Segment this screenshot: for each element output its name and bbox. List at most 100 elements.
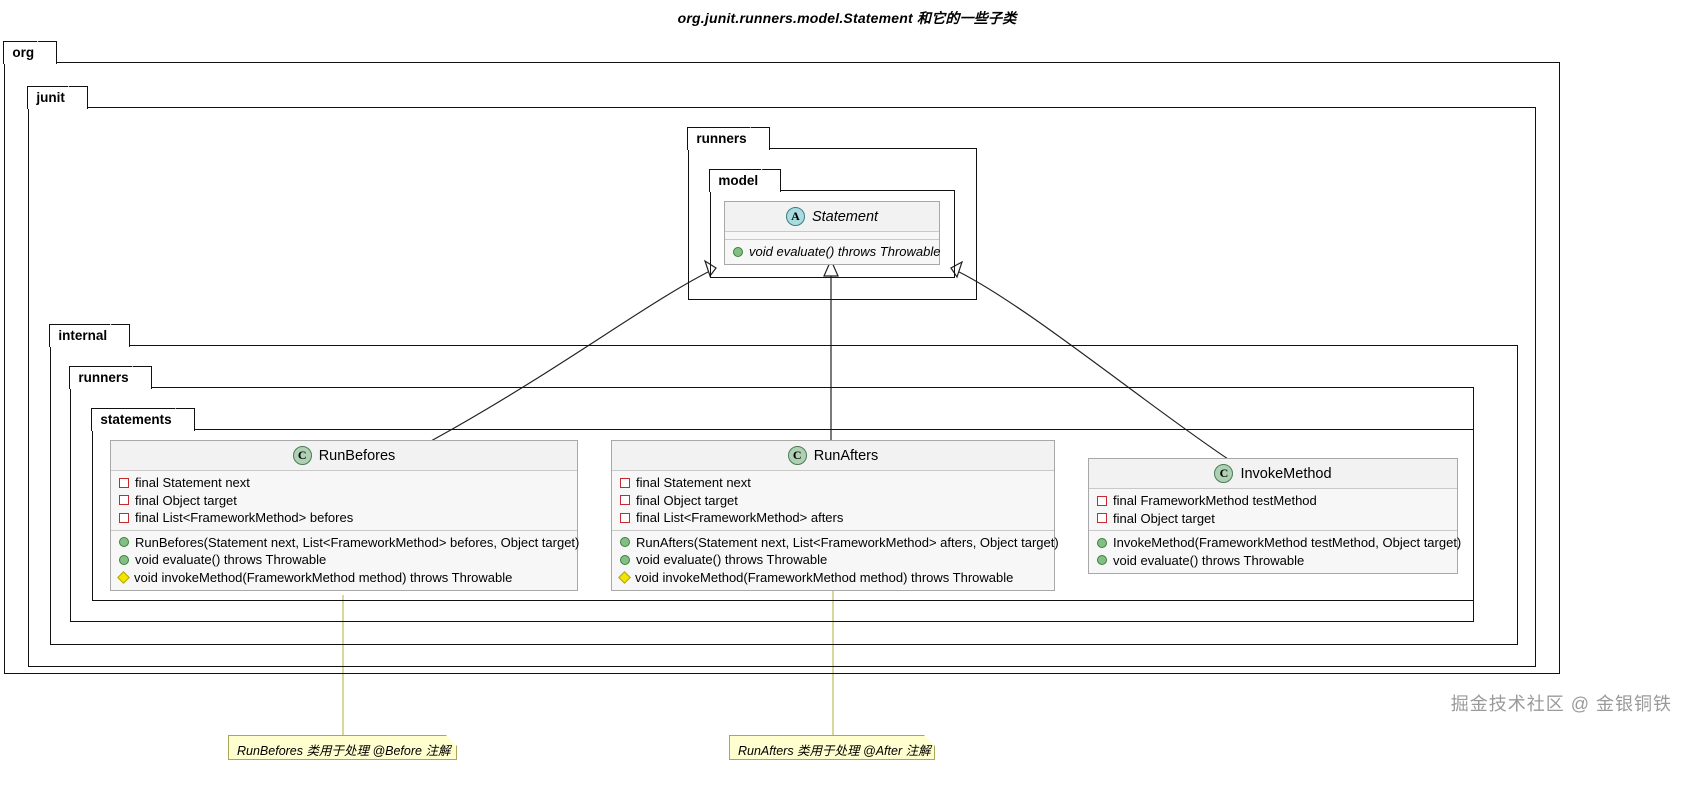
method-row: RunBefores(Statement next, List<Framewor… (111, 534, 580, 552)
class-invokemethod[interactable]: C InvokeMethod final FrameworkMethod tes… (1088, 458, 1461, 574)
package-tab-runners: runners (687, 127, 770, 150)
method-row: RunAfters(Statement next, List<Framework… (612, 534, 1059, 552)
public-method-icon (733, 246, 743, 257)
package-label-statements: statements (100, 412, 172, 427)
class-runafters[interactable]: C RunAfters final Statement next final O… (611, 440, 1059, 591)
package-runners: runners (687, 127, 977, 300)
package-label-junit: junit (36, 90, 65, 105)
private-field-icon (119, 477, 129, 488)
package-tab-org: org (3, 41, 58, 64)
field-label: final Statement next (636, 475, 751, 491)
class-icon: C (292, 446, 312, 465)
field-row: final Statement next (111, 474, 577, 492)
class-runbefores-fields: final Statement next final Object target… (111, 471, 577, 530)
public-method-icon (620, 537, 630, 548)
package-tab-junit: junit (27, 86, 88, 109)
package-junit: junit (27, 86, 1536, 667)
class-icon: C (787, 446, 807, 465)
class-invokemethod-header: C InvokeMethod (1089, 459, 1457, 489)
field-row: final Object target (612, 492, 1054, 510)
field-label: final FrameworkMethod testMethod (1113, 493, 1317, 509)
class-runafters-header: C RunAfters (612, 441, 1054, 471)
class-statement-fields (725, 232, 939, 239)
public-method-icon (620, 554, 630, 565)
field-label: final Object target (636, 492, 738, 508)
method-row: void invokeMethod(FrameworkMethod method… (612, 569, 1054, 587)
protected-method-icon (117, 570, 130, 584)
class-icon: C (1214, 464, 1234, 483)
field-label: final Object target (1113, 510, 1215, 526)
class-statement[interactable]: A Statement void evaluate() throws Throw… (724, 201, 940, 265)
package-label-runners-internal: runners (78, 370, 129, 385)
class-runbefores-methods: RunBefores(Statement next, List<Framewor… (111, 529, 580, 590)
private-field-icon (620, 495, 630, 506)
field-label: final List<FrameworkMethod> afters (636, 510, 844, 526)
method-label: RunAfters(Statement next, List<Framework… (636, 534, 1059, 550)
method-label: void invokeMethod(FrameworkMethod method… (134, 569, 513, 585)
package-tab-statements: statements (91, 408, 195, 431)
field-row: final Statement next (612, 474, 1054, 492)
class-statement-header: A Statement (725, 202, 939, 232)
method-label: InvokeMethod(FrameworkMethod testMethod,… (1113, 535, 1462, 551)
package-label-org: org (12, 45, 35, 60)
field-row: final List<FrameworkMethod> afters (612, 509, 1054, 527)
note-fold-icon (446, 735, 457, 746)
method-row: void evaluate() throws Throwable (111, 551, 577, 569)
field-row: final Object target (111, 492, 577, 510)
method-row: void evaluate() throws Throwable (612, 551, 1054, 569)
class-runafters-methods: RunAfters(Statement next, List<Framework… (612, 529, 1059, 590)
method-label: void evaluate() throws Throwable (749, 244, 941, 260)
public-method-icon (1097, 555, 1107, 566)
package-tab-model: model (709, 169, 782, 192)
private-field-icon (1097, 513, 1107, 524)
package-model: model (709, 169, 955, 278)
class-runafters-fields: final Statement next final Object target… (612, 471, 1054, 530)
package-org: org (3, 41, 1560, 674)
public-method-icon (119, 554, 129, 565)
method-label: void evaluate() throws Throwable (1113, 552, 1305, 568)
public-method-icon (119, 537, 129, 548)
package-label-internal: internal (58, 328, 108, 343)
field-row: final List<FrameworkMethod> befores (111, 509, 577, 527)
package-internal: internal (49, 324, 1518, 645)
private-field-icon (620, 477, 630, 488)
class-invokemethod-fields: final FrameworkMethod testMethod final O… (1089, 489, 1457, 530)
method-label: RunBefores(Statement next, List<Framewor… (135, 534, 580, 550)
field-label: final Statement next (135, 475, 250, 491)
class-runbefores-header: C RunBefores (111, 441, 577, 471)
note-fold-icon (924, 735, 935, 746)
class-runbefores-name: RunBefores (318, 447, 396, 464)
note-text: RunBefores 类用于处理 @Before 注解 (237, 744, 451, 758)
method-row: void invokeMethod(FrameworkMethod method… (111, 569, 577, 587)
private-field-icon (620, 512, 630, 523)
method-label: void invokeMethod(FrameworkMethod method… (635, 569, 1014, 585)
class-statement-name: Statement (811, 208, 879, 225)
class-runbefores[interactable]: C RunBefores final Statement next final … (110, 440, 580, 591)
package-statements: statements (91, 408, 1474, 601)
class-statement-methods: void evaluate() throws Throwable (725, 239, 941, 264)
watermark: 掘金技术社区 @ 金银铜铁 (1450, 694, 1672, 714)
note-runafters: RunAfters 类用于处理 @After 注解 (729, 735, 935, 760)
method-label: void evaluate() throws Throwable (636, 552, 828, 568)
private-field-icon (1097, 495, 1107, 506)
field-label: final Object target (135, 492, 237, 508)
package-label-runners: runners (696, 131, 747, 146)
abstract-class-icon: A (785, 207, 805, 226)
note-runbefores: RunBefores 类用于处理 @Before 注解 (228, 735, 457, 760)
note-text: RunAfters 类用于处理 @After 注解 (738, 744, 931, 758)
package-tab-runners-internal: runners (69, 366, 152, 389)
class-runafters-name: RunAfters (813, 447, 879, 464)
package-tab-internal: internal (49, 324, 131, 347)
field-row: final Object target (1089, 510, 1457, 528)
class-invokemethod-methods: InvokeMethod(FrameworkMethod testMethod,… (1089, 530, 1461, 572)
field-label: final List<FrameworkMethod> befores (135, 510, 354, 526)
private-field-icon (119, 495, 129, 506)
protected-method-icon (618, 570, 631, 584)
private-field-icon (119, 512, 129, 523)
method-row: void evaluate() throws Throwable (725, 243, 941, 261)
page-title: org.junit.runners.model.Statement 和它的一些子… (677, 10, 1017, 26)
package-label-model: model (718, 173, 759, 188)
method-row: InvokeMethod(FrameworkMethod testMethod,… (1089, 534, 1461, 552)
method-row: void evaluate() throws Throwable (1089, 552, 1457, 570)
